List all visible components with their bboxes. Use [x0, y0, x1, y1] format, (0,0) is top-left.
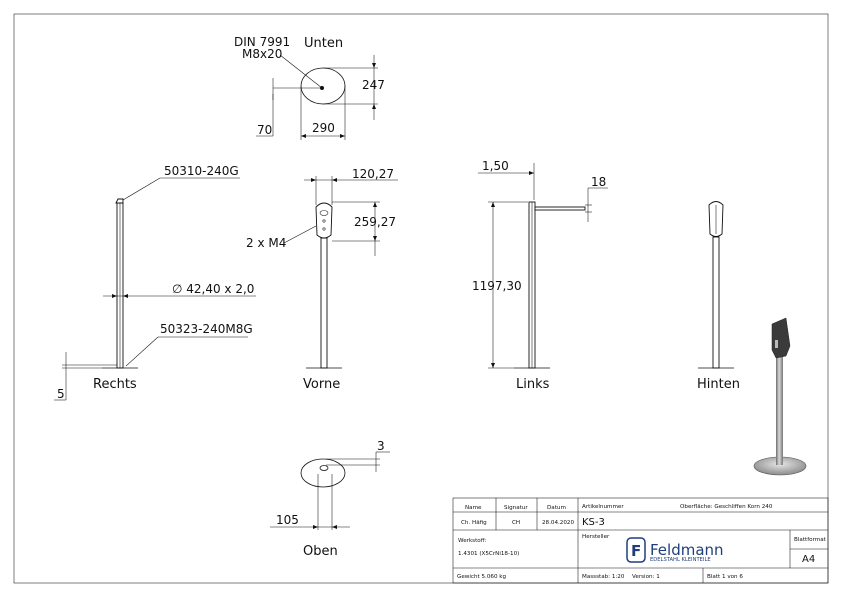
tube-dim-label: ∅ 42,40 x 2,0	[172, 282, 254, 296]
dim-120-27: 120,27	[352, 167, 394, 181]
feldmann-logo: F Feldmann EDELSTAHL KLEINTEILE	[626, 537, 724, 563]
post-tube-back	[712, 236, 720, 369]
screw-size-label: M8x20	[242, 47, 282, 61]
tb-date: 28.04.2020	[542, 520, 574, 526]
brand-tagline: EDELSTAHL KLEINTEILE	[650, 557, 711, 563]
dim-3: 3	[377, 439, 385, 453]
tb-version: Version: 1	[632, 574, 660, 580]
view-left: 1,50 18 1197,30 Links	[472, 159, 608, 392]
sheet-border	[13, 13, 829, 584]
post-tube-front	[320, 237, 328, 369]
tb-date-label: Datum	[547, 505, 566, 511]
dim-70: 70	[257, 123, 272, 137]
view-label-back: Hinten	[697, 377, 740, 392]
tb-format-label: Blattformat	[794, 537, 827, 543]
dim-259-27: 259,27	[354, 215, 396, 229]
view-front: 120,27 259,27 2 x M4 Vorne	[246, 167, 398, 392]
view-label-top: Oben	[303, 544, 338, 559]
tb-signature: CH	[512, 520, 520, 526]
screw-norm-label: DIN 7991	[234, 35, 290, 49]
dim-290: 290	[312, 121, 335, 135]
iso-render	[753, 317, 807, 476]
view-label-bottom: Unten	[304, 36, 343, 51]
tb-name: Ch. Häfig	[461, 520, 487, 526]
tb-sheet: Blatt 1 von 6	[707, 574, 743, 580]
tb-material-label: Werkstoff:	[458, 538, 487, 544]
tb-surface: Oberfläche: Geschliffen Korn 240	[680, 504, 773, 510]
tb-scale: Massstab: 1:20	[582, 574, 625, 580]
title-block: Name Signatur Datum Ch. Häfig CH 28.04.2…	[452, 497, 829, 584]
dim-1197-30: 1197,30	[472, 279, 522, 293]
post-head-right	[115, 198, 124, 204]
tb-signature-label: Signatur	[504, 505, 528, 511]
dim-5: 5	[57, 387, 65, 401]
part-head-label: 50310-240G	[164, 164, 239, 178]
base-plate-top	[300, 458, 346, 488]
post-head-front	[315, 202, 333, 239]
svg-text:F: F	[631, 542, 641, 560]
tb-weight: Gewicht 5.060 kg	[457, 574, 507, 580]
view-label-left: Links	[516, 377, 550, 392]
view-back: Hinten	[697, 201, 740, 392]
part-base-label: 50323-240M8G	[160, 322, 253, 336]
tb-article-label: Artikelnummer	[582, 504, 624, 510]
brand-name: Feldmann	[650, 541, 724, 559]
view-top: 3 105 Oben	[270, 439, 390, 559]
dim-1-50: 1,50	[482, 159, 509, 173]
dim-105: 105	[276, 513, 299, 527]
view-bottom: 247 70 290 DIN 7991 M8x20 Unten	[234, 35, 385, 140]
base-plate-bottom	[300, 67, 346, 105]
view-right: 50310-240G ∅ 42,40 x 2,0 50323-240M8G 5 …	[54, 164, 256, 401]
tb-name-label: Name	[465, 505, 482, 511]
view-label-front: Vorne	[303, 377, 340, 392]
tb-format: A4	[802, 554, 815, 565]
dim-247: 247	[362, 78, 385, 92]
tb-material: 1.4301 (X5CrNi18-10)	[458, 551, 519, 557]
view-label-right: Rechts	[93, 377, 137, 392]
tb-manufacturer-label: Hersteller	[582, 534, 610, 540]
post-clip-left	[534, 206, 586, 211]
threads-label: 2 x M4	[246, 236, 286, 250]
tb-article: KS-3	[582, 517, 605, 528]
dim-18: 18	[591, 175, 606, 189]
